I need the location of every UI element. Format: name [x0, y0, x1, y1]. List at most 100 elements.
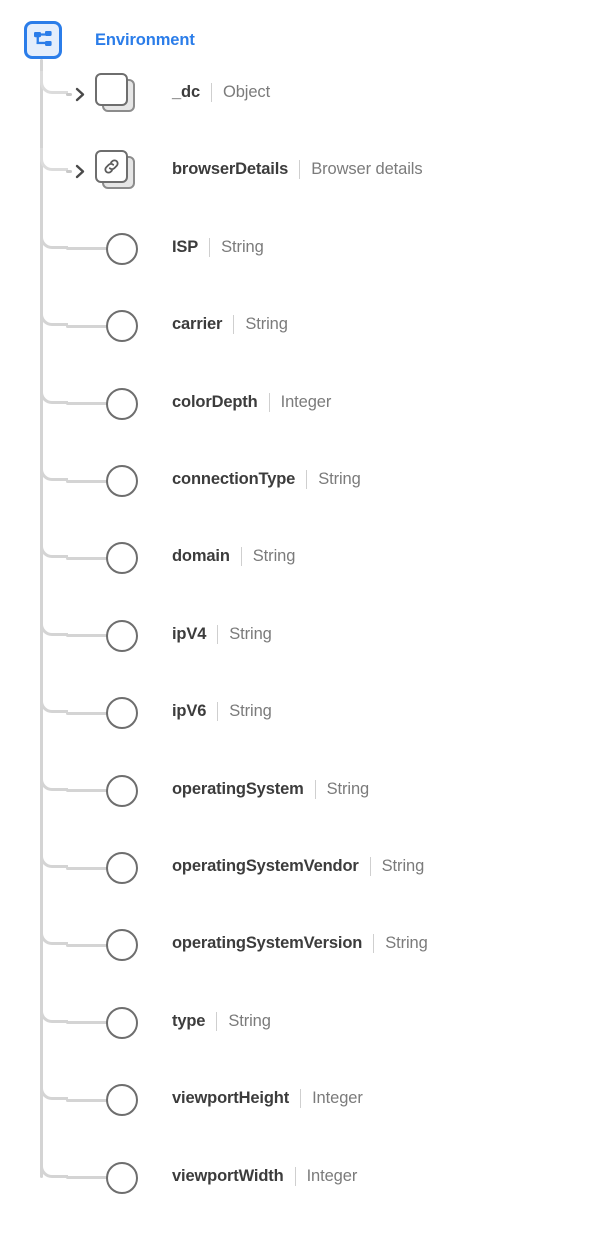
tree-connector-stub — [66, 479, 108, 483]
circle-icon[interactable] — [106, 1084, 138, 1117]
tree-connector-elbow — [40, 380, 68, 404]
circle-icon[interactable] — [106, 852, 138, 884]
tree-connector-elbow — [40, 690, 68, 714]
field-name: connectionType — [172, 470, 296, 488]
tree-connector-elbow — [40, 225, 68, 249]
field-name: operatingSystem — [172, 779, 304, 798]
stack-front-card — [95, 150, 128, 184]
field-type: String — [221, 237, 264, 256]
label-divider — [240, 547, 242, 567]
field-type: Integer — [280, 392, 332, 411]
field-name: ISP — [172, 237, 199, 256]
expand-chevron-icon[interactable] — [72, 162, 88, 180]
label-divider — [210, 83, 212, 102]
tree-row-labels: ISP String — [172, 237, 264, 257]
expand-chevron-icon[interactable] — [72, 85, 88, 103]
tree-connector-stub — [66, 247, 108, 251]
field-type: String — [385, 934, 428, 953]
tree-connector-elbow — [40, 458, 68, 481]
tree-connector-elbow — [40, 71, 68, 94]
hierarchy-icon — [24, 21, 62, 59]
circle-icon[interactable] — [106, 774, 138, 807]
tree-row-labels: viewportHeight Integer — [172, 1089, 363, 1109]
stack-front-card — [95, 73, 128, 106]
tree-connector-stub — [66, 324, 108, 328]
tree-connector-elbow — [40, 535, 68, 559]
label-divider — [294, 1166, 296, 1186]
field-name: operatingSystemVendor — [172, 857, 359, 875]
field-name: viewportHeight — [172, 1089, 290, 1108]
tree-root-node[interactable]: Environment — [24, 21, 195, 59]
tree-connector-stub — [66, 556, 108, 560]
field-name: browserDetails — [172, 160, 289, 179]
field-name: colorDepth — [172, 392, 258, 411]
tree-connector-elbow — [40, 303, 68, 327]
tree-connector-elbow — [40, 922, 68, 946]
field-name: viewportWidth — [172, 1166, 284, 1185]
tree-row-labels: domain String — [172, 547, 296, 567]
tree-connector-stub — [66, 711, 108, 715]
tree-row-labels: _dc Object — [172, 83, 270, 102]
circle-icon[interactable] — [106, 232, 138, 265]
link-icon[interactable] — [93, 150, 139, 192]
circle-icon[interactable] — [106, 465, 138, 497]
label-divider — [369, 857, 371, 876]
label-divider — [306, 470, 308, 489]
circle-icon[interactable] — [106, 310, 138, 343]
label-divider — [268, 392, 270, 412]
tree-connector-stub — [66, 789, 108, 793]
field-type: String — [229, 702, 272, 721]
tree-row-labels: viewportWidth Integer — [172, 1166, 358, 1186]
field-name: operatingSystemVersion — [172, 934, 363, 953]
tree-connector-stub — [66, 92, 72, 96]
tree-connector-elbow — [40, 845, 68, 868]
field-type: String — [228, 1011, 271, 1030]
circle-icon[interactable] — [106, 1161, 138, 1194]
circle-icon[interactable] — [106, 1006, 138, 1039]
tree-row-labels: operatingSystemVersion String — [172, 934, 428, 954]
field-type: String — [326, 779, 370, 798]
label-divider — [300, 1089, 302, 1109]
field-name: domain — [172, 547, 230, 566]
tree-row-labels: operatingSystem String — [172, 779, 370, 799]
field-type: Object — [222, 83, 271, 101]
tree-connector-stub — [66, 402, 108, 406]
field-name: ipV4 — [172, 624, 207, 643]
circle-icon[interactable] — [106, 542, 138, 575]
tree-connector-stub — [66, 634, 108, 638]
circle-icon[interactable] — [106, 697, 138, 730]
label-divider — [209, 237, 211, 257]
label-divider — [217, 702, 219, 722]
field-name: _dc — [172, 83, 200, 101]
field-type: String — [381, 857, 425, 875]
tree-connector-stub — [66, 1021, 108, 1025]
circle-icon[interactable] — [106, 929, 138, 962]
root-label: Environment — [95, 30, 195, 49]
tree-row-labels: colorDepth Integer — [172, 392, 332, 412]
field-type: Integer — [306, 1166, 358, 1185]
tree-connector-elbow — [40, 148, 68, 172]
label-divider — [233, 315, 235, 335]
tree-connector-elbow — [40, 612, 68, 636]
label-divider — [373, 934, 375, 954]
tree-connector-elbow — [40, 1154, 68, 1178]
tree-connector-stub — [66, 169, 72, 173]
field-type: String — [245, 315, 288, 334]
circle-icon[interactable] — [106, 619, 138, 652]
label-divider — [299, 160, 301, 180]
tree-connector-stub — [66, 1098, 108, 1102]
tree-connector-stub — [66, 1176, 108, 1180]
tree-connector-stub — [66, 866, 108, 870]
tree-connector-elbow — [40, 1077, 68, 1101]
circle-icon[interactable] — [106, 387, 138, 420]
field-type: String — [252, 547, 296, 566]
object-icon[interactable] — [93, 73, 139, 115]
field-type: Integer — [312, 1089, 363, 1108]
